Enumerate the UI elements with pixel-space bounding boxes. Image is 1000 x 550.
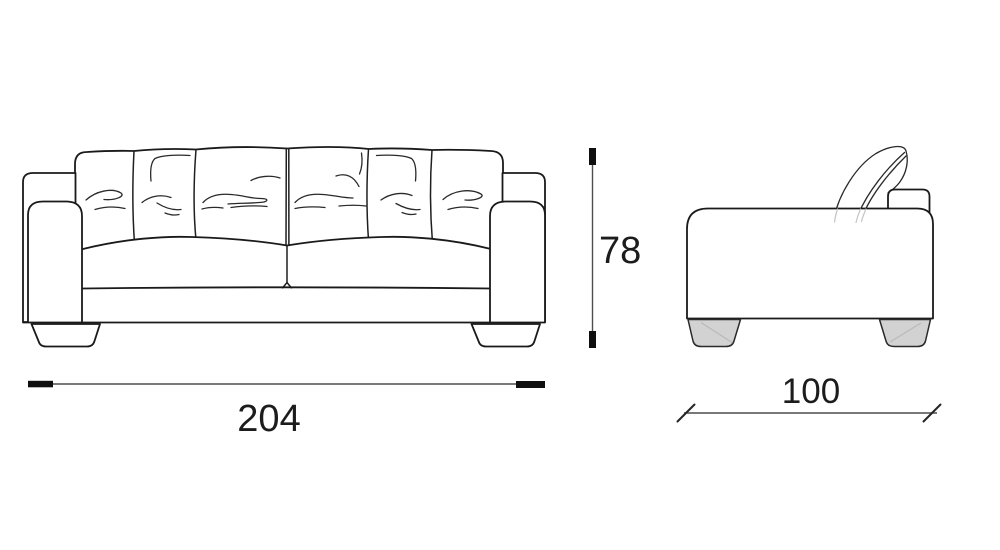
cushion-seam: [366, 148, 370, 241]
dimension-tick: [28, 380, 53, 388]
wrinkle-line: [230, 205, 268, 209]
right-arm: [489, 172, 546, 323]
left-arm: [22, 172, 83, 323]
foot-highlight: [889, 322, 922, 343]
seat-cushions: [82, 235, 492, 289]
cushion-corner-line: [149, 154, 191, 182]
right-arm-panel: [489, 200, 546, 323]
cushion-corner-line: [358, 152, 363, 175]
hidden-line: [860, 208, 867, 223]
cushion-seam: [132, 150, 136, 244]
base-fill: [83, 288, 491, 322]
wrinkle-line: [164, 212, 180, 216]
wrinkle-line: [202, 193, 268, 205]
side-feet: [687, 318, 932, 348]
hidden-line: [855, 208, 862, 224]
dimension-tick: [589, 331, 596, 348]
back-cushions: [85, 147, 483, 247]
front-feet: [30, 323, 541, 348]
wrinkle-line: [94, 206, 126, 211]
seat-center-notch: [281, 281, 293, 289]
depth-dimension-label: 100: [782, 372, 840, 411]
wrinkle-line: [447, 206, 479, 211]
wrinkle-line: [250, 175, 281, 182]
sofa-side-view: [686, 145, 934, 348]
dimension-slash-tick: [922, 403, 942, 423]
wrinkle-line: [156, 202, 182, 211]
wrinkle-line: [338, 204, 367, 207]
height-dimension-label: 78: [599, 230, 641, 272]
sofa-front-view: [22, 146, 546, 348]
dimension-tick: [589, 148, 596, 165]
base-top-line: [82, 286, 492, 290]
front-left-foot: [30, 323, 101, 348]
cushion-seam: [429, 149, 434, 244]
left-arm-panel: [27, 200, 83, 323]
seat-top-right: [286, 235, 492, 250]
side-left-foot: [687, 318, 742, 348]
cushion-seam: [193, 148, 197, 241]
wrinkle-line: [294, 206, 326, 210]
wrinkle-line: [85, 189, 123, 201]
hidden-line: [833, 208, 839, 223]
seat-top-left: [82, 235, 288, 250]
dimension-tick: [516, 381, 545, 388]
foot-highlight: [700, 321, 733, 344]
pillow-hidden-lines: [833, 208, 867, 224]
wrinkle-line: [141, 195, 172, 204]
wrinkle-line: [401, 211, 417, 216]
base-rail: [82, 286, 492, 322]
wrinkle-line: [442, 190, 483, 201]
wrinkle-line: [294, 193, 354, 204]
dimension-slash-tick: [676, 403, 696, 423]
width-dimension: 204: [28, 380, 545, 440]
pillow-outer-curve: [833, 145, 907, 219]
front-right-foot: [470, 323, 541, 348]
wrinkle-line: [335, 174, 360, 188]
cushion-corner-line: [375, 154, 417, 182]
wrinkle-line: [395, 202, 421, 211]
depth-dimension: 100: [676, 372, 942, 423]
side-body: [686, 207, 934, 320]
width-dimension-label: 204: [237, 398, 300, 440]
height-dimension: 78: [589, 148, 641, 348]
wrinkle-line: [201, 206, 224, 210]
wrinkle-line: [380, 192, 413, 201]
